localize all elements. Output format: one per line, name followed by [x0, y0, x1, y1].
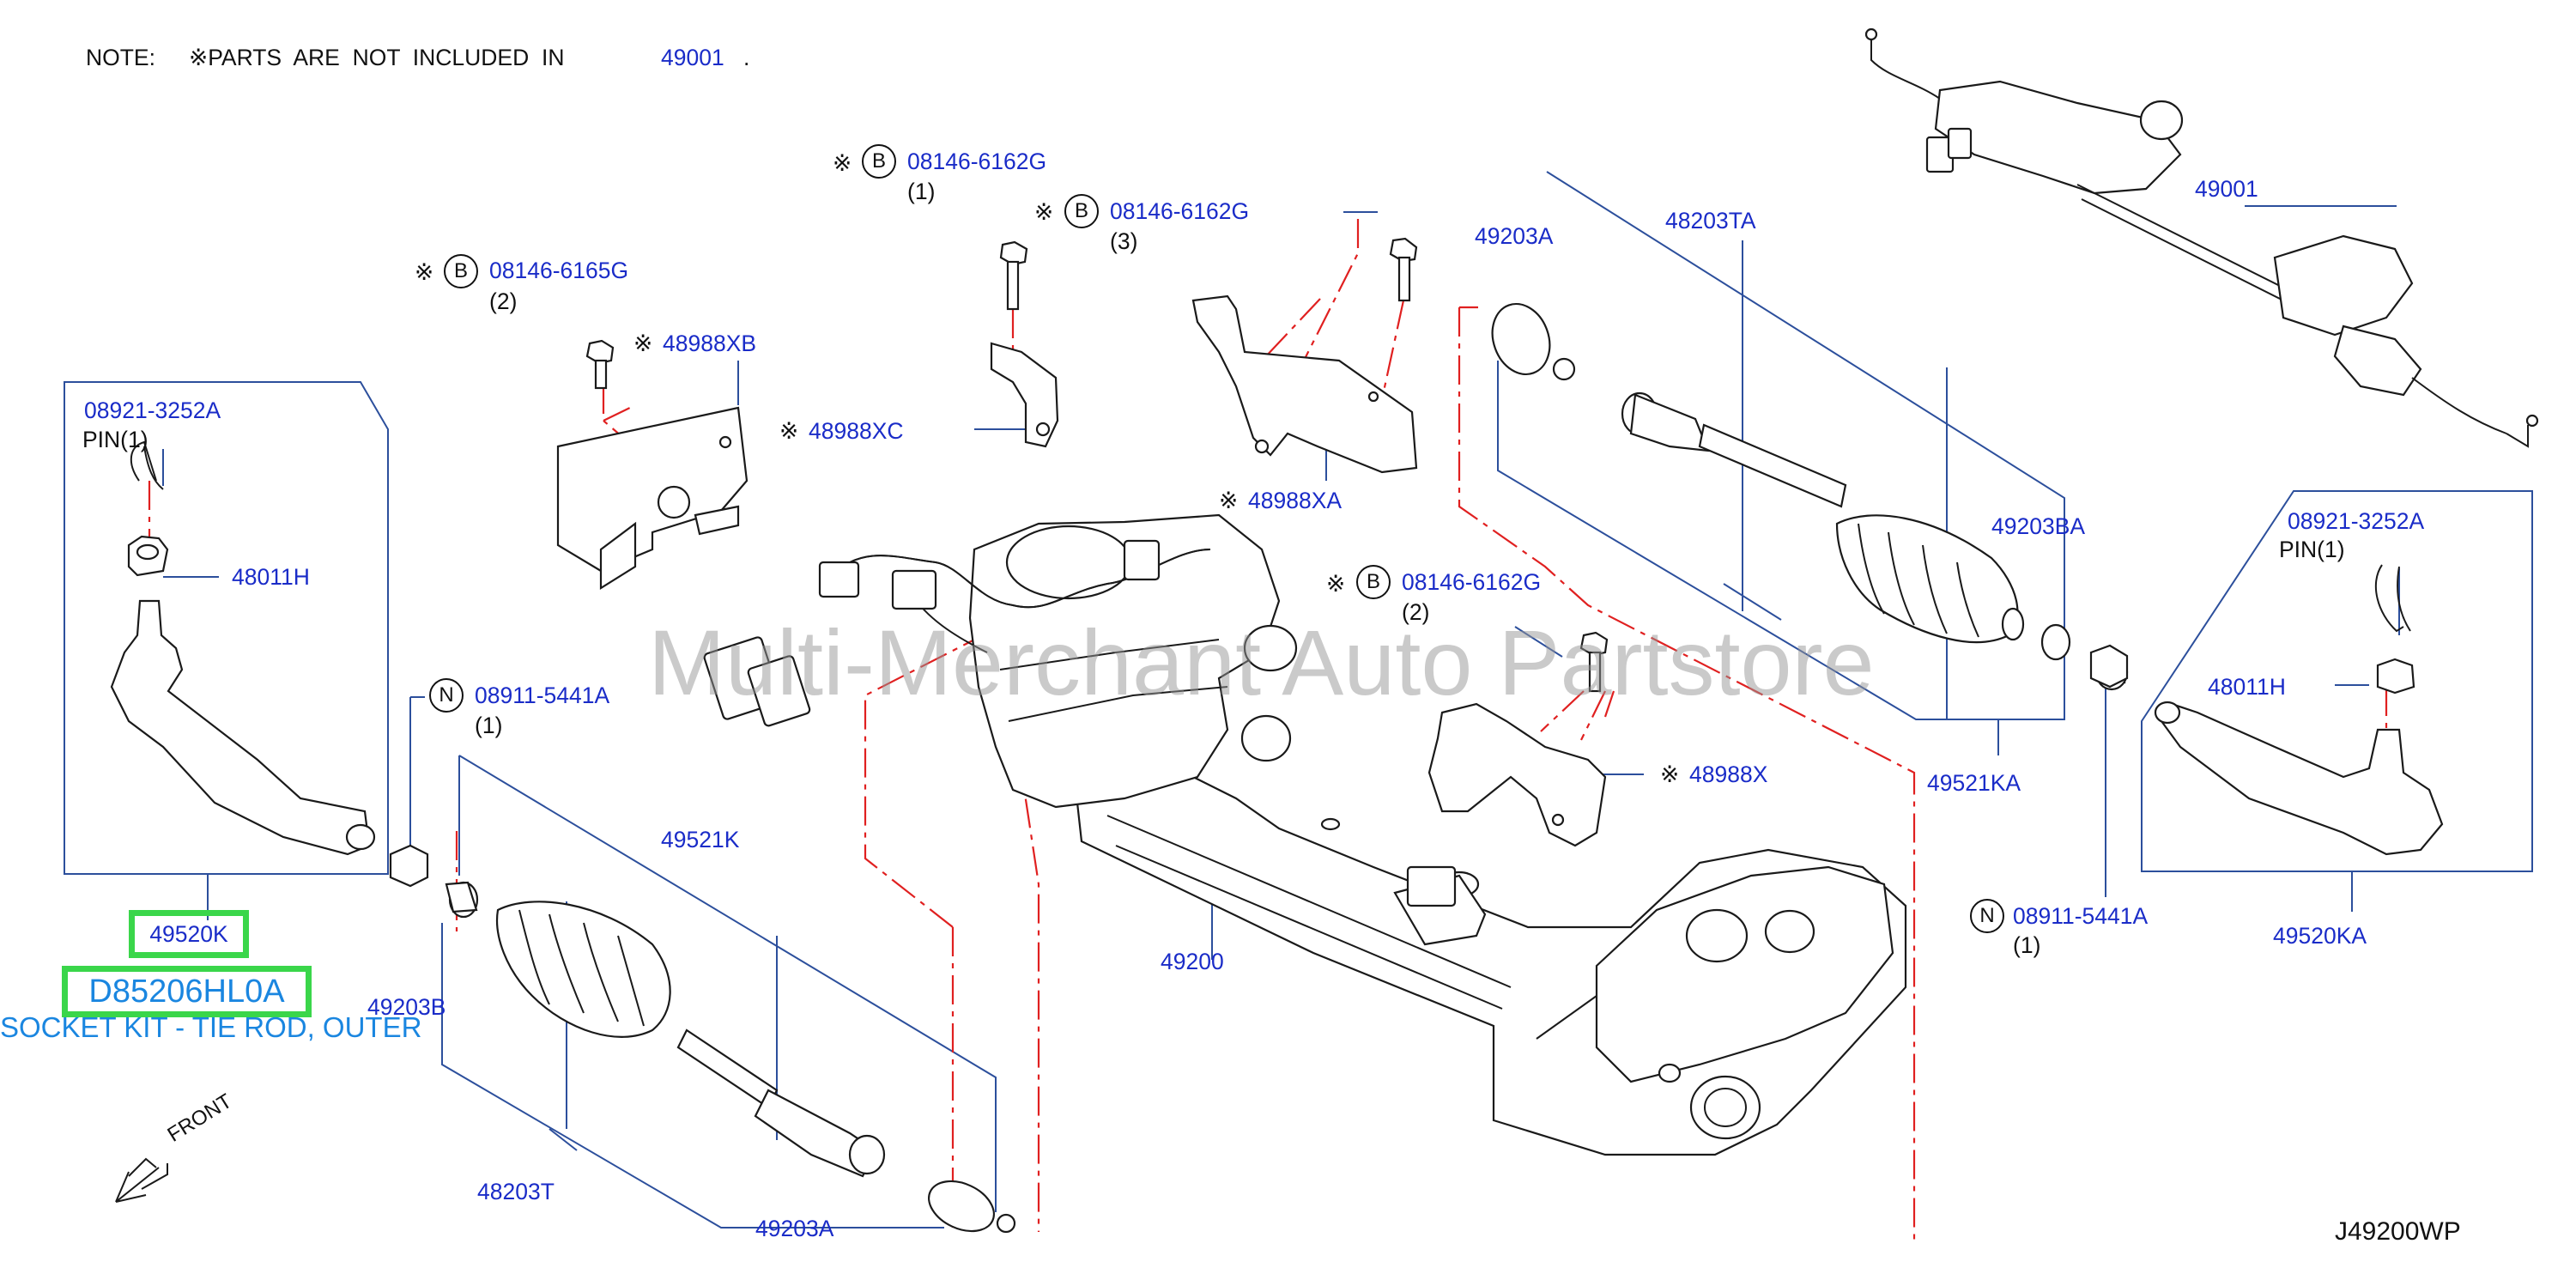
mark-48988XC: ※: [779, 418, 799, 444]
part-08146-6162G-4[interactable]: 08146-6162G: [1402, 569, 1542, 595]
part-48988XA[interactable]: 48988XA: [1248, 488, 1343, 513]
band-clamp-bottom: [928, 1180, 1016, 1234]
part-08921-3252A-right[interactable]: 08921-3252A: [2288, 508, 2425, 534]
highlight-oem-number[interactable]: D85206HL0A: [62, 966, 312, 1017]
mark-48988X: ※: [1660, 761, 1680, 787]
boot-right: [1835, 514, 2129, 691]
bolt-b4: [1579, 631, 1609, 693]
mark-b3: ※: [415, 259, 434, 285]
bracket-48988xa: [1191, 294, 1418, 474]
mark-b2: ※: [1034, 199, 1054, 225]
qty-08911-left: (1): [475, 713, 503, 738]
bolt-b3: [585, 339, 615, 390]
part-description: SOCKET KIT - TIE ROD, OUTER: [0, 1011, 422, 1043]
qty-b4: (2): [1402, 599, 1430, 625]
qty-b1: (1): [907, 179, 936, 204]
circle-b-3: B: [444, 254, 478, 288]
tie-rod-end-left: [110, 440, 376, 856]
steering-gear-thumbnail: [1864, 27, 2539, 448]
inner-tie-rod-right: [1621, 391, 1847, 508]
bracket-48988xc: [990, 342, 1059, 448]
part-48011H-right[interactable]: 48011H: [2208, 674, 2286, 700]
part-49203A-bottom[interactable]: 49203A: [755, 1216, 834, 1241]
qty-b2: (3): [1110, 228, 1138, 254]
note-text: ※PARTS ARE NOT INCLUDED IN: [189, 45, 565, 70]
part-49521K[interactable]: 49521K: [661, 827, 740, 852]
qty-08911-right: (1): [2013, 932, 2041, 958]
part-08911-5441A-left[interactable]: 08911-5441A: [475, 682, 610, 708]
oem-number: D85206HL0A: [88, 974, 285, 1010]
part-48988XB[interactable]: 48988XB: [663, 331, 757, 356]
circle-b-4: B: [1356, 565, 1391, 599]
part-48203T[interactable]: 48203T: [477, 1179, 555, 1204]
part-49520KA[interactable]: 49520KA: [2273, 923, 2367, 949]
lock-nut-right: [2089, 644, 2129, 689]
bracket-48988x: [1427, 702, 1607, 847]
part-48203TA[interactable]: 48203TA: [1665, 208, 1756, 234]
circle-n-left: N: [429, 678, 464, 713]
circle-n-right: N: [1970, 899, 2004, 933]
part-49200[interactable]: 49200: [1161, 949, 1224, 974]
part-49203B[interactable]: 49203B: [367, 994, 446, 1020]
bolt-b2: [1389, 237, 1418, 302]
pin-qty-right: PIN(1): [2279, 537, 2345, 562]
note-ref-49001[interactable]: 49001: [661, 45, 724, 70]
watermark: Multi-Merchant Auto Partstore: [648, 610, 1875, 714]
front-arrow: [115, 1157, 168, 1203]
note-prefix: NOTE:: [86, 45, 155, 70]
phantom-lines: [148, 219, 2388, 1241]
lock-nut-left: [389, 844, 429, 888]
figure-code: J49200WP: [2335, 1217, 2461, 1246]
circle-b-1: B: [862, 144, 896, 179]
part-49521KA[interactable]: 49521KA: [1927, 770, 2021, 796]
band-clamp-top: [1491, 302, 1576, 381]
part-48988XC[interactable]: 48988XC: [809, 418, 904, 444]
tie-rod-end-right: [2154, 564, 2444, 856]
part-08146-6162G-1[interactable]: 08146-6162G: [907, 149, 1047, 174]
mark-48988XA: ※: [1219, 488, 1239, 513]
part-08921-3252A-left[interactable]: 08921-3252A: [84, 397, 221, 423]
part-49001[interactable]: 49001: [2195, 176, 2258, 202]
part-48011H-left[interactable]: 48011H: [232, 564, 310, 590]
steering-gear-main-body: [703, 513, 1907, 1156]
qty-b3: (2): [489, 288, 518, 314]
part-08146-6165G[interactable]: 08146-6165G: [489, 258, 629, 283]
note-dot: .: [743, 45, 750, 70]
circle-b-2: B: [1064, 194, 1099, 228]
boot-left: [445, 881, 671, 1038]
inner-tie-rod-left: [676, 1028, 886, 1178]
mark-b1: ※: [833, 150, 852, 176]
part-48988X[interactable]: 48988X: [1689, 761, 1768, 787]
bracket-48988xb: [556, 406, 749, 590]
part-08911-5441A-right[interactable]: 08911-5441A: [2013, 903, 2149, 929]
bolt-b1: [999, 240, 1028, 311]
part-08146-6162G-2[interactable]: 08146-6162G: [1110, 198, 1250, 224]
part-49520K: 49520K: [149, 921, 228, 947]
part-49203A-top[interactable]: 49203A: [1475, 223, 1554, 249]
mark-48988XB: ※: [633, 331, 653, 356]
mark-b4: ※: [1326, 571, 1346, 597]
right-tie-rod-end-box: [2141, 490, 2533, 912]
pin-qty-left: PIN(1): [82, 427, 148, 452]
highlight-part-49520K[interactable]: 49520K: [129, 910, 249, 958]
part-49203BA[interactable]: 49203BA: [1991, 513, 2086, 539]
